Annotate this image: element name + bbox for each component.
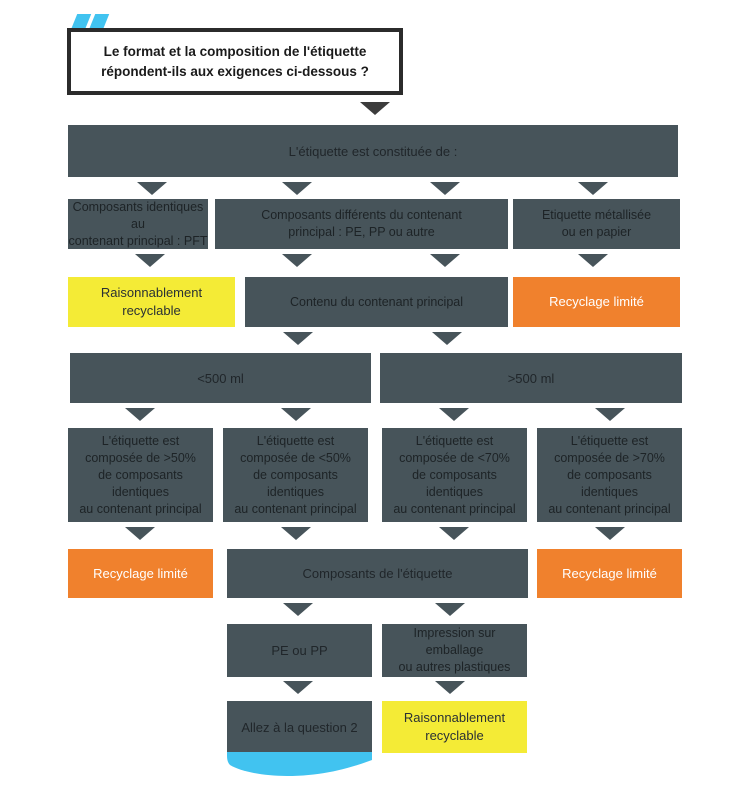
flow-arrow-down-icon (430, 254, 460, 267)
node-plus-500ml: >500 ml (380, 353, 682, 403)
node-etiquette-sup70: L'étiquette est composée de >70% de comp… (537, 428, 682, 522)
node-pe-ou-pp: PE ou PP (227, 624, 372, 677)
node-etiquette-metallisee: Etiquette métallisée ou en papier (513, 199, 680, 249)
node-raisonnablement-recyclable-1: Raisonnablement recyclable (68, 277, 235, 327)
node-recyclage-limite-3: Recyclage limité (537, 549, 682, 598)
question-title-box: Le format et la composition de l'étiquet… (67, 28, 403, 95)
flow-arrow-down-icon (281, 527, 311, 540)
flow-arrow-down-icon (430, 182, 460, 195)
flow-arrow-down-icon (439, 408, 469, 421)
flow-arrow-down-icon (595, 408, 625, 421)
flow-arrow-down-icon (281, 408, 311, 421)
flow-arrow-down-icon (135, 254, 165, 267)
flow-arrow-down-icon (282, 182, 312, 195)
flow-arrow-down-icon (432, 332, 462, 345)
flow-arrow-down-icon (283, 603, 313, 616)
flow-arrow-down-icon (439, 527, 469, 540)
flow-arrow-down-icon (137, 182, 167, 195)
flow-arrow-down-icon (578, 254, 608, 267)
node-etiquette-inf70: L'étiquette est composée de <70% de comp… (382, 428, 527, 522)
node-composants-differents: Composants différents du contenant princ… (215, 199, 508, 249)
node-impression-emballage: Impression sur emballage ou autres plast… (382, 624, 527, 677)
node-composants-identiques-pft: Composants identiques au contenant princ… (68, 199, 208, 249)
flow-arrow-down-icon (578, 182, 608, 195)
flow-arrow-down-icon (435, 603, 465, 616)
question-title-line1: Le format et la composition de l'étiquet… (103, 43, 367, 59)
node-contenu-contenant: Contenu du contenant principal (245, 277, 508, 327)
node-recyclage-limite-1: Recyclage limité (513, 277, 680, 327)
node-composants-etiquette: Composants de l'étiquette (227, 549, 528, 598)
blue-ribbon-tail-icon (227, 752, 372, 776)
flow-arrow-down-icon (360, 102, 390, 115)
node-etiquette-inf50: L'étiquette est composée de <50% de comp… (223, 428, 368, 522)
flow-arrow-down-icon (595, 527, 625, 540)
flow-arrow-down-icon (283, 681, 313, 694)
node-moins-500ml: <500 ml (70, 353, 371, 403)
node-etiquette-constituee: L'étiquette est constituée de : (68, 125, 678, 177)
node-raisonnablement-recyclable-2: Raisonnablement recyclable (382, 701, 527, 753)
flow-arrow-down-icon (435, 681, 465, 694)
node-etiquette-sup50: L'étiquette est composée de >50% de comp… (68, 428, 213, 522)
question-title-line2: répondent-ils aux exigences ci-dessous ? (101, 63, 369, 79)
flow-arrow-down-icon (283, 332, 313, 345)
node-recyclage-limite-2: Recyclage limité (68, 549, 213, 598)
node-allez-question-2: Allez à la question 2 (227, 701, 372, 753)
flow-arrow-down-icon (282, 254, 312, 267)
flow-arrow-down-icon (125, 408, 155, 421)
flow-arrow-down-icon (125, 527, 155, 540)
